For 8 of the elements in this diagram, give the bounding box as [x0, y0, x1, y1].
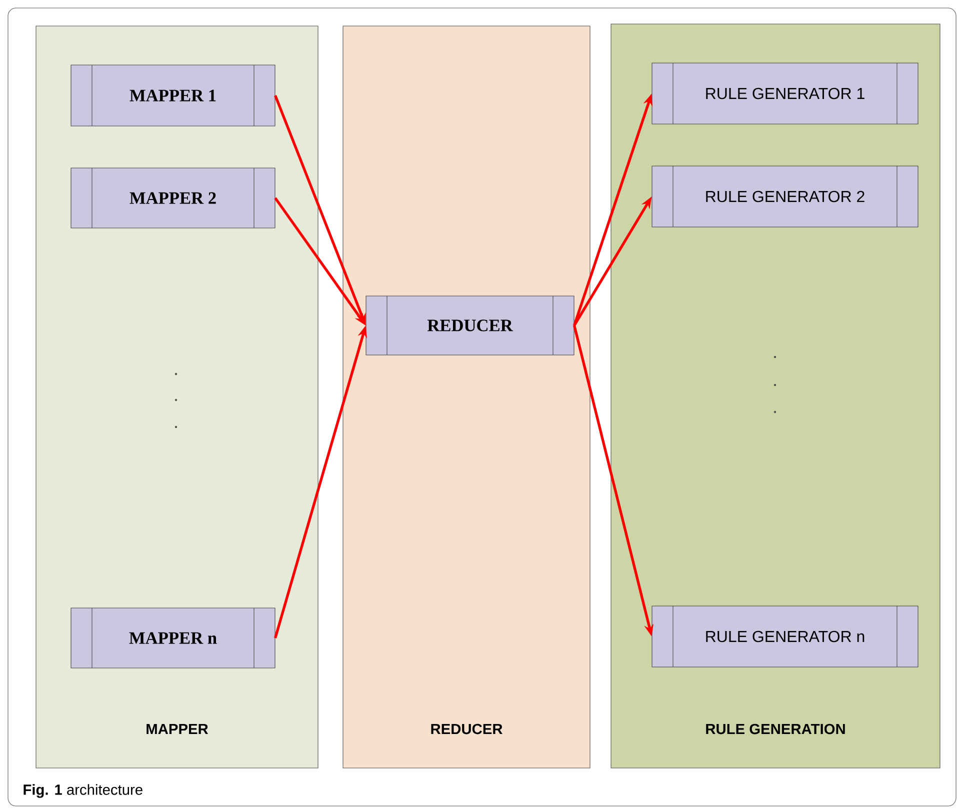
process-box: MAPPER n: [70, 608, 276, 668]
caption: Fig. 1 architecture: [24, 784, 142, 798]
process-box: MAPPER 1: [70, 64, 276, 126]
process-box: RULE GENERATOR 2: [652, 166, 918, 228]
process-box: RULE GENERATOR 1: [652, 62, 918, 124]
process-box: MAPPER 2: [70, 168, 276, 228]
process-box: REDUCER: [366, 296, 574, 356]
process-box: RULE GENERATOR n: [652, 606, 918, 668]
